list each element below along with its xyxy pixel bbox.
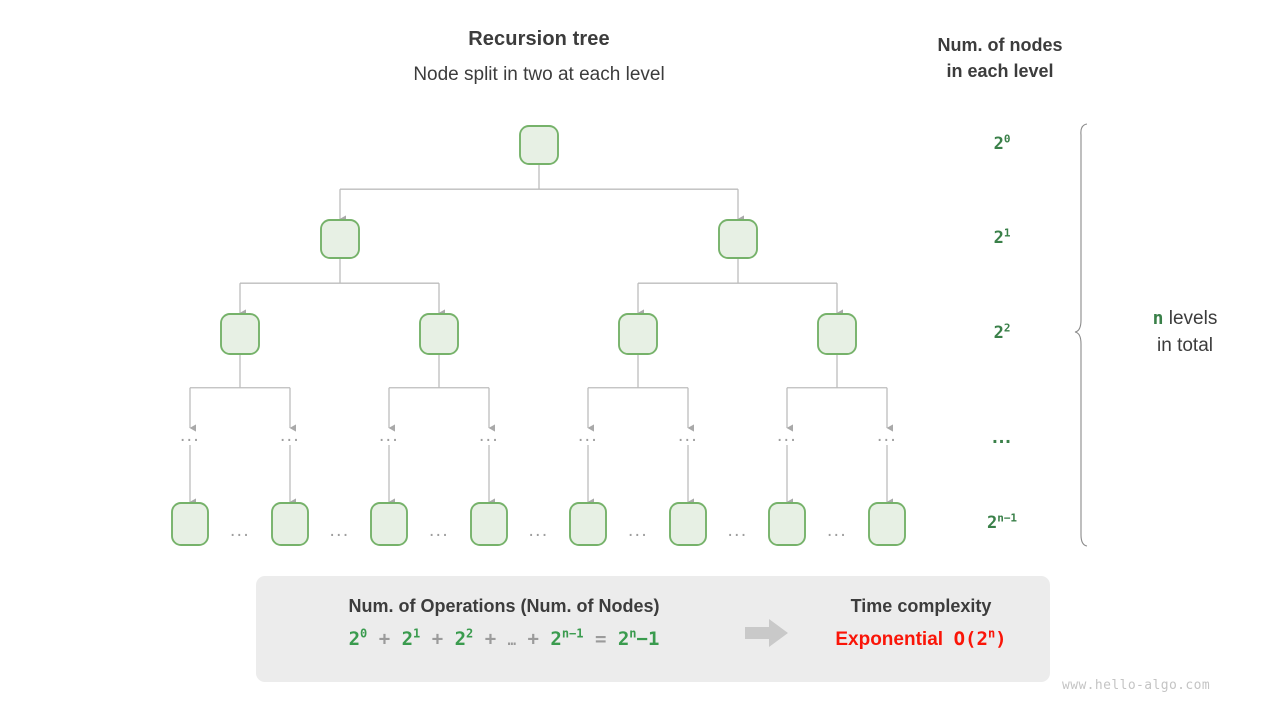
tree-node: [817, 313, 857, 355]
tree-node: [718, 219, 758, 259]
formula-operator: +: [367, 628, 402, 650]
tree-node: [370, 502, 408, 546]
leaf-ellipsis: ...: [329, 520, 350, 541]
level-node-count: 22: [942, 321, 1062, 343]
formula-operator: +: [516, 628, 551, 650]
nodes-per-level-header-line1: Num. of nodes: [937, 35, 1063, 55]
tree-node: [569, 502, 607, 546]
formula-result: 2n−1: [617, 626, 660, 650]
tree-node: [171, 502, 209, 546]
total-levels-line2: in total: [1157, 335, 1213, 356]
level-count-base: 2: [993, 323, 1004, 343]
tree-node: [519, 125, 559, 165]
tree-ellipsis: ...: [678, 425, 698, 446]
leaf-ellipsis: ...: [428, 520, 450, 541]
formula-term: 22: [454, 626, 474, 650]
complexity-summary: Time complexity Exponential O(2n): [792, 596, 1050, 651]
level-node-count: 20: [942, 132, 1062, 154]
formula-operator: +: [473, 628, 508, 650]
total-levels-line1: n levels: [1105, 305, 1265, 332]
nodes-per-level-header: Num. of nodes in each level: [900, 32, 1100, 84]
page-title: Recursion tree: [468, 28, 610, 50]
level-count-exponent: 1: [1003, 226, 1011, 240]
tree-node: [470, 502, 508, 546]
tree-node: [419, 313, 459, 355]
level-node-count: 2n−1: [942, 511, 1062, 533]
tree-node: [669, 502, 707, 546]
operations-formula: 20 + 21 + 22 + … + 2n−1 = 2n−1: [276, 628, 732, 650]
tree-ellipsis: ...: [180, 425, 200, 446]
summary-panel: [256, 576, 1050, 682]
level-count-base: 2: [993, 134, 1004, 154]
nodes-per-level-header-line2: in each level: [946, 61, 1054, 81]
level-count-exponent: n−1: [997, 511, 1018, 525]
tree-node: [220, 313, 260, 355]
total-levels-note: n levels in total: [1105, 305, 1265, 359]
tree-edges: [189, 164, 893, 506]
leaf-ellipsis: ...: [826, 520, 848, 541]
tree-node: [271, 502, 309, 546]
formula-term: 2n−1: [550, 626, 584, 650]
tree-node: [618, 313, 658, 355]
formula-term: 21: [401, 626, 421, 650]
level-count-base: 2: [986, 513, 998, 533]
operations-summary: Num. of Operations (Num. of Nodes) 20 + …: [276, 596, 732, 650]
formula-term: 20: [348, 626, 368, 650]
complexity-notation: O(2n): [953, 626, 1007, 650]
tree-ellipsis: ...: [280, 425, 300, 446]
levels-brace: [1074, 123, 1088, 547]
watermark: www.hello-algo.com: [1062, 678, 1211, 693]
leaf-ellipsis: ...: [727, 520, 748, 541]
tree-node: [320, 219, 360, 259]
level-count-base: 2: [993, 228, 1004, 248]
page-subtitle: Node split in two at each level: [413, 64, 665, 85]
level-count-exponent: 0: [1003, 132, 1011, 146]
formula-equals: =: [583, 628, 618, 650]
complexity-title: Time complexity: [850, 596, 992, 616]
operations-title: Num. of Operations (Num. of Nodes): [348, 596, 660, 616]
level-node-count: ...: [992, 426, 1012, 448]
complexity-label: Exponential: [835, 629, 944, 650]
tree-ellipsis: ...: [578, 425, 598, 446]
tree-node: [868, 502, 906, 546]
tree-ellipsis: ...: [877, 425, 897, 446]
leaf-ellipsis: ...: [627, 520, 649, 541]
level-node-count: 21: [942, 226, 1062, 248]
formula-operator: +: [420, 628, 455, 650]
tree-nodes: ........................: [171, 125, 906, 546]
leaf-ellipsis: ...: [229, 520, 251, 541]
right-arrow-icon: [745, 619, 788, 647]
levels-variable: n: [1152, 308, 1164, 329]
leaf-ellipsis: ...: [528, 520, 549, 541]
tree-ellipsis: ...: [379, 425, 399, 446]
tree-node: [768, 502, 806, 546]
tree-ellipsis: ...: [479, 425, 499, 446]
complexity-spacer: [943, 629, 954, 650]
formula-ellipsis: …: [507, 633, 517, 649]
complexity-value: Exponential O(2n): [792, 628, 1050, 651]
tree-ellipsis: ...: [777, 425, 797, 446]
total-levels-text1: levels: [1163, 308, 1218, 329]
level-count-exponent: 2: [1003, 321, 1011, 335]
